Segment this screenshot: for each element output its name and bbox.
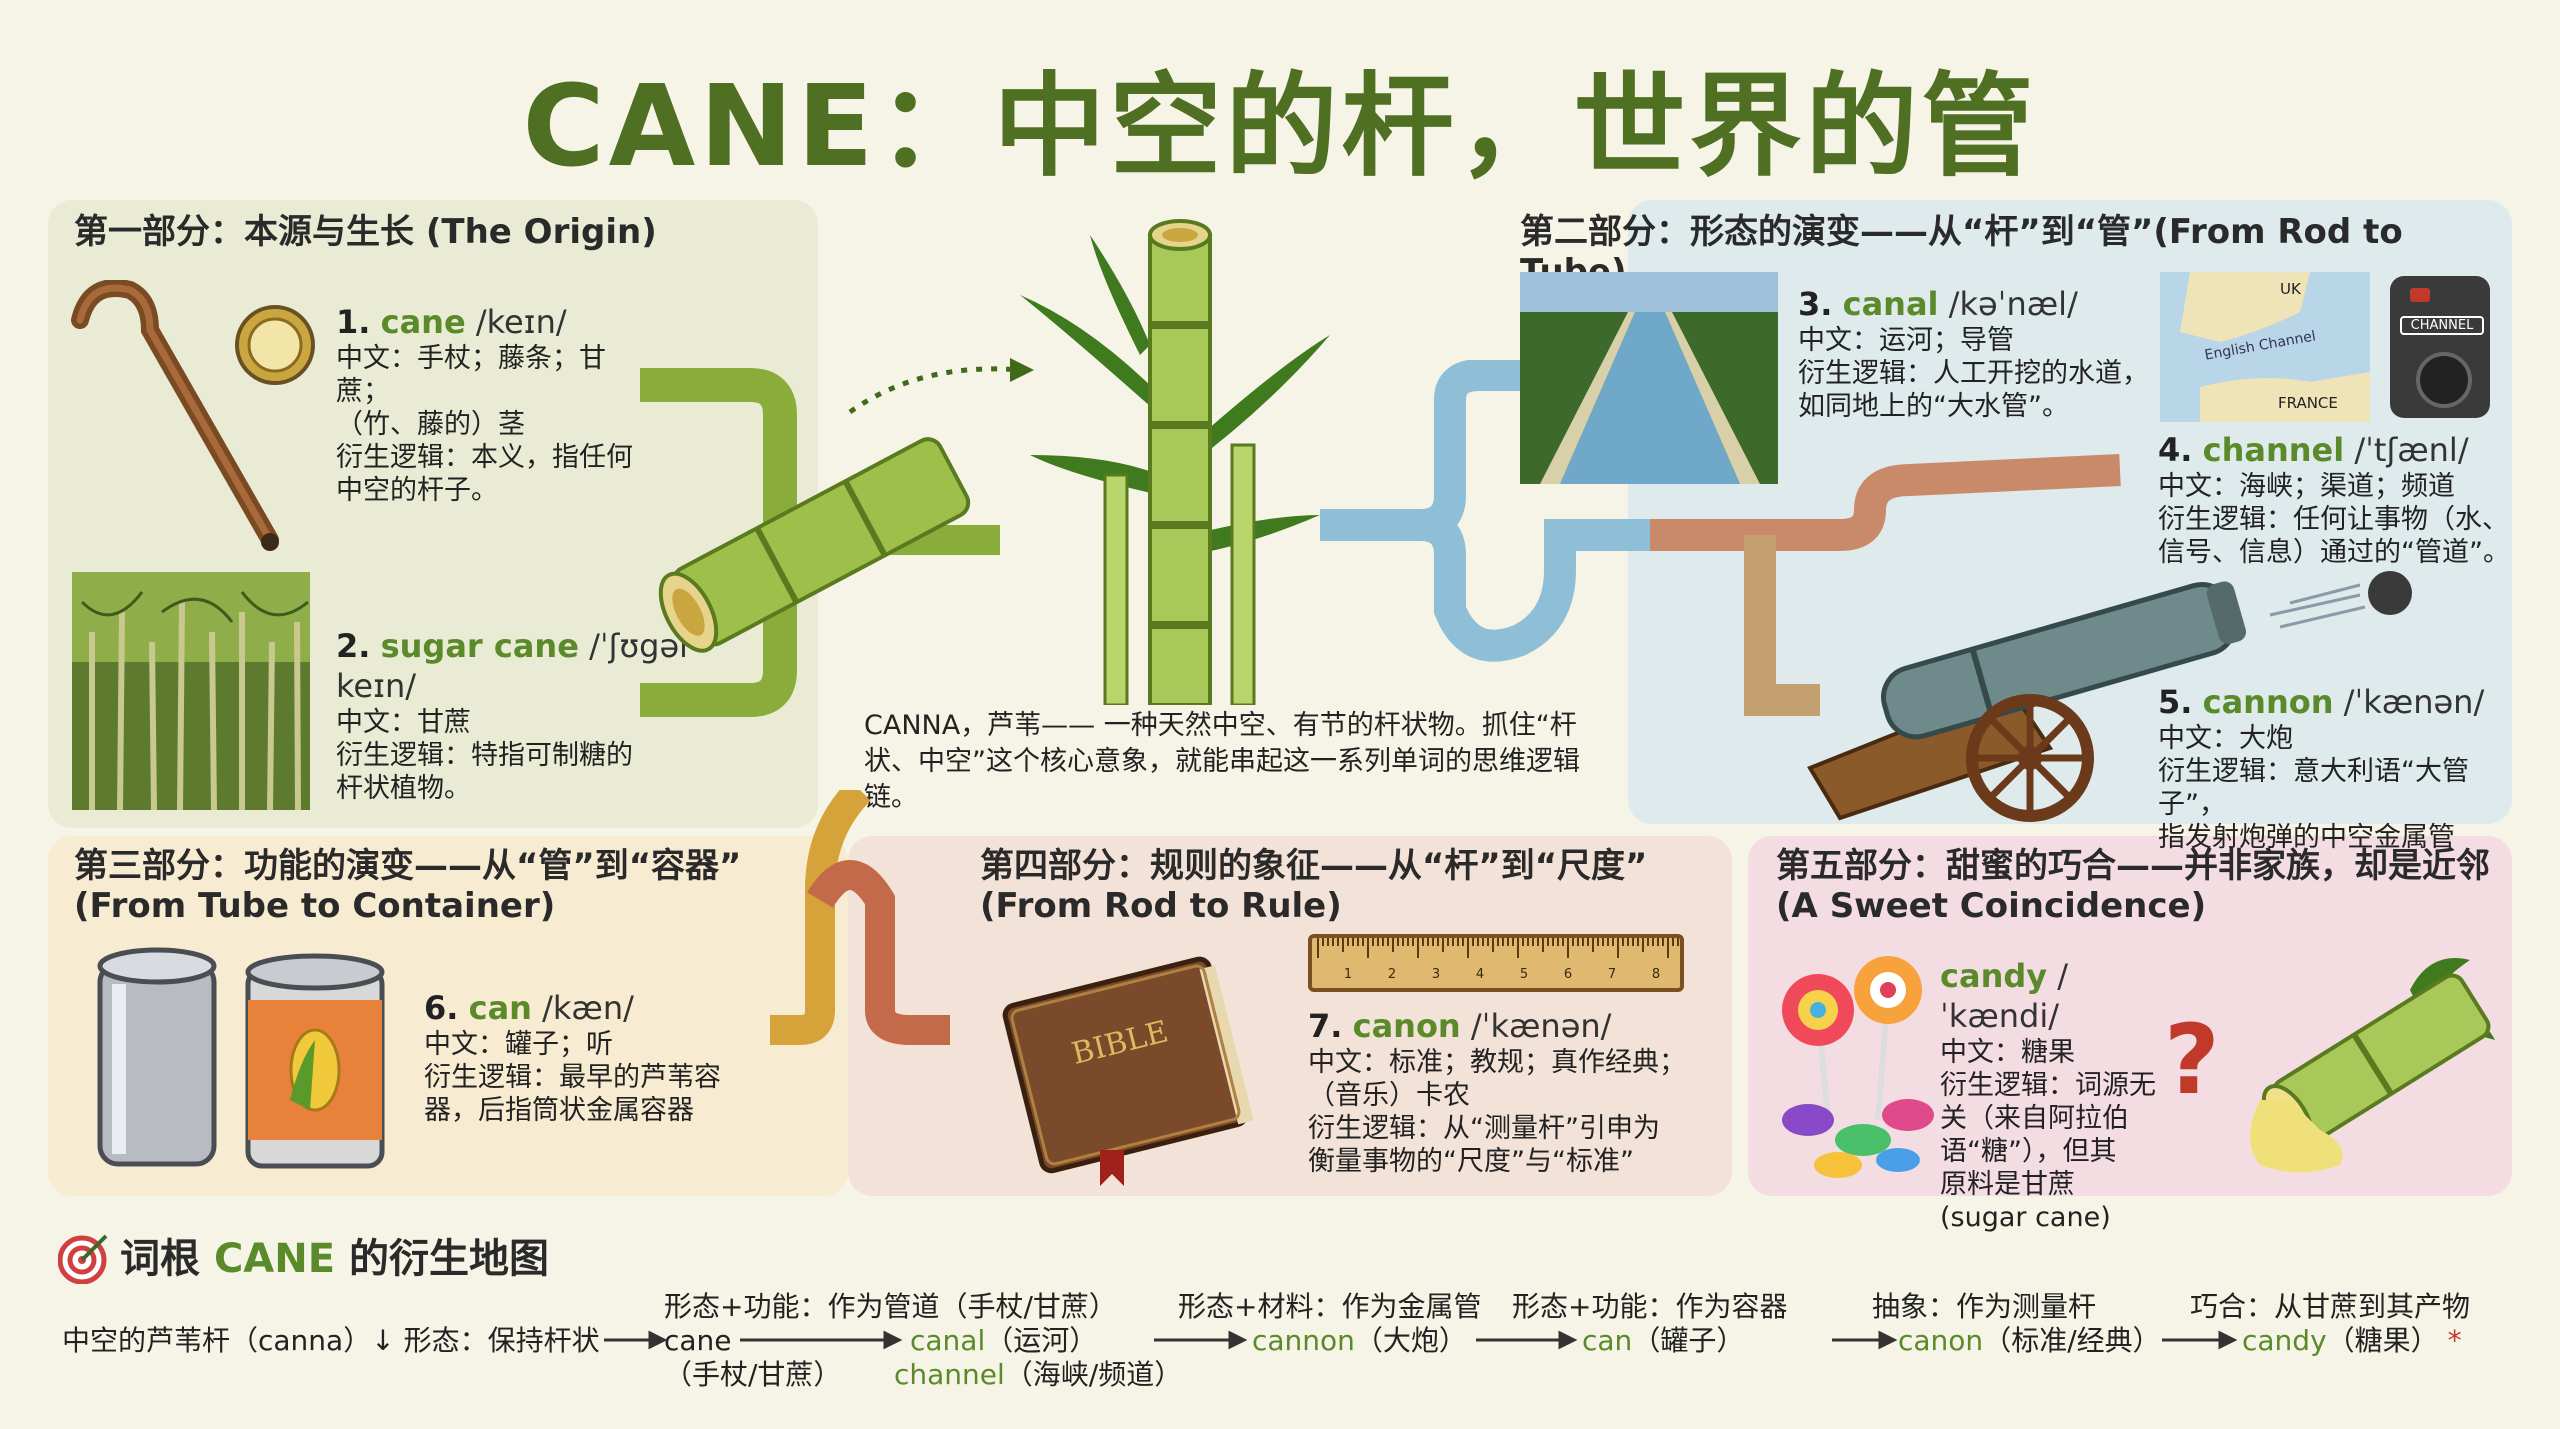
entry-can: 6. can /kæn/ 中文：罐子；听 衍生逻辑：最早的芦苇容 器，后指筒状金… (424, 989, 721, 1126)
ruler-number: 5 (1520, 967, 1528, 982)
map-step1-label: 形态+功能：作为管道（手杖/甘蔗） (664, 1290, 1117, 1323)
panel-rod-to-rule (848, 836, 1732, 1196)
english-channel-map: UK English Channel FRANCE (2160, 272, 2370, 422)
map-start: 中空的芦苇杆（canna）↓ 形态：保持杆状 (62, 1324, 600, 1357)
ruler-number: 7 (1608, 967, 1616, 982)
remote-dpad-icon (2416, 352, 2472, 408)
cannonball-icon (2269, 571, 2412, 629)
page-title: CANE：中空的杆，世界的管 (522, 62, 2038, 192)
ruler-number: 6 (1564, 967, 1572, 982)
question-mark-icon: ? (2164, 1004, 2220, 1116)
center-note: CANNA，芦苇—— 一种天然中空、有节的杆状物。抓住“杆状、中空”这个核心意象… (864, 710, 1580, 813)
part3-heading: 第三部分：功能的演变——从“管”到“容器” (From Tube to Cont… (74, 846, 742, 926)
map-label-france: FRANCE (2278, 394, 2338, 412)
dotted-arrow-icon (848, 358, 1034, 415)
map-arrows (604, 1330, 2238, 1350)
map-step5-canon: canon（标准/经典） (1898, 1324, 2161, 1357)
ruler-number: 3 (1432, 967, 1440, 982)
map-shapes (2180, 272, 2370, 422)
entry-canon: 7. canon /ˈkænən/ 中文：标准；教规；真作经典； （音乐）卡农 … (1308, 1007, 1686, 1177)
map-step3-cannon: cannon（大炮） (1252, 1324, 1467, 1357)
ruler-number: 4 (1476, 967, 1484, 982)
bamboo-stalk-illustration (1020, 219, 1330, 705)
green-pipe-illustration (640, 368, 1000, 717)
canal-aerial-photo (1520, 272, 1778, 484)
derivation-map-title: 词根 CANE 的衍生地图 (120, 1236, 549, 1282)
remote-power-icon (2410, 288, 2430, 302)
map-step2-channel: channel（海峡/频道） (894, 1358, 1183, 1391)
sugarcane-field-photo (72, 572, 310, 810)
map-step6-label: 巧合：从甘蔗到其产物 (2190, 1290, 2471, 1323)
ruler-icon: 1 2 3 4 5 6 7 8 (1308, 934, 1684, 992)
tv-remote-illustration: CHANNEL (2390, 276, 2490, 418)
part4-heading: 第四部分：规则的象征——从“杆”到“尺度” (From Rod to Rule) (980, 846, 1648, 926)
sugarcane-syrup-illustration (2250, 958, 2495, 1173)
candy-lollipop-illustration (1782, 956, 1934, 1178)
yellow-red-pipe-illustration (770, 790, 950, 1045)
food-can-icon (245, 953, 385, 1169)
blue-copper-pipe-illustration (1320, 360, 2121, 716)
entry-cane: 1. cane /keɪn/ 中文：手杖；藤条；甘蔗； （竹、藤的）茎 衍生逻辑… (336, 303, 633, 506)
cane-cross-section-icon (235, 305, 315, 385)
map-step6-candy: candy（糖果） * (2242, 1324, 2462, 1357)
entry-cannon: 5. cannon /ˈkænən/ 中文：大炮 衍生逻辑：意大利语“大管子”，… (2158, 683, 2485, 853)
entry-candy: candy /ˈkændi/ 中文：糖果 衍生逻辑：词源无 关（来自阿拉伯 语“… (1940, 957, 2156, 1233)
aluminum-can-icon (97, 947, 217, 1167)
map-step4-label: 形态+功能：作为容器 (1512, 1290, 1788, 1323)
entry-channel: 4. channel /ˈtʃænl/ 中文：海峡；渠道；频道 衍生逻辑：任何让… (2158, 431, 2510, 568)
map-step1-sub: （手杖/甘蔗） (664, 1358, 842, 1391)
map-label-uk: UK (2280, 280, 2301, 298)
ruler-number: 1 (1344, 967, 1352, 982)
part1-heading: 第一部分：本源与生长 (The Origin) (74, 212, 657, 252)
remote-channel-label: CHANNEL (2400, 316, 2484, 335)
ruler-number: 8 (1652, 967, 1660, 982)
part5-heading: 第五部分：甜蜜的巧合——并非家族，却是近邻 (A Sweet Coinciden… (1776, 846, 2490, 926)
walking-cane-illustration (71, 280, 279, 551)
map-step2-canal: canal（运河） (910, 1324, 1098, 1357)
map-step5-label: 抽象：作为测量杆 (1872, 1290, 2097, 1323)
entry-canal: 3. canal /kəˈnæl/ 中文：运河；导管 衍生逻辑：人工开挖的水道，… (1798, 285, 2149, 422)
ruler-number: 2 (1388, 967, 1396, 982)
target-icon (58, 1234, 108, 1284)
cannon-illustration (1807, 581, 2247, 822)
map-step1-word: cane (664, 1324, 732, 1357)
bible-book-illustration: BIBLE (1002, 956, 1254, 1186)
map-step3-label: 形态+材料：作为金属管 (1178, 1290, 1482, 1323)
map-step4-can: can（罐子） (1582, 1324, 1745, 1357)
